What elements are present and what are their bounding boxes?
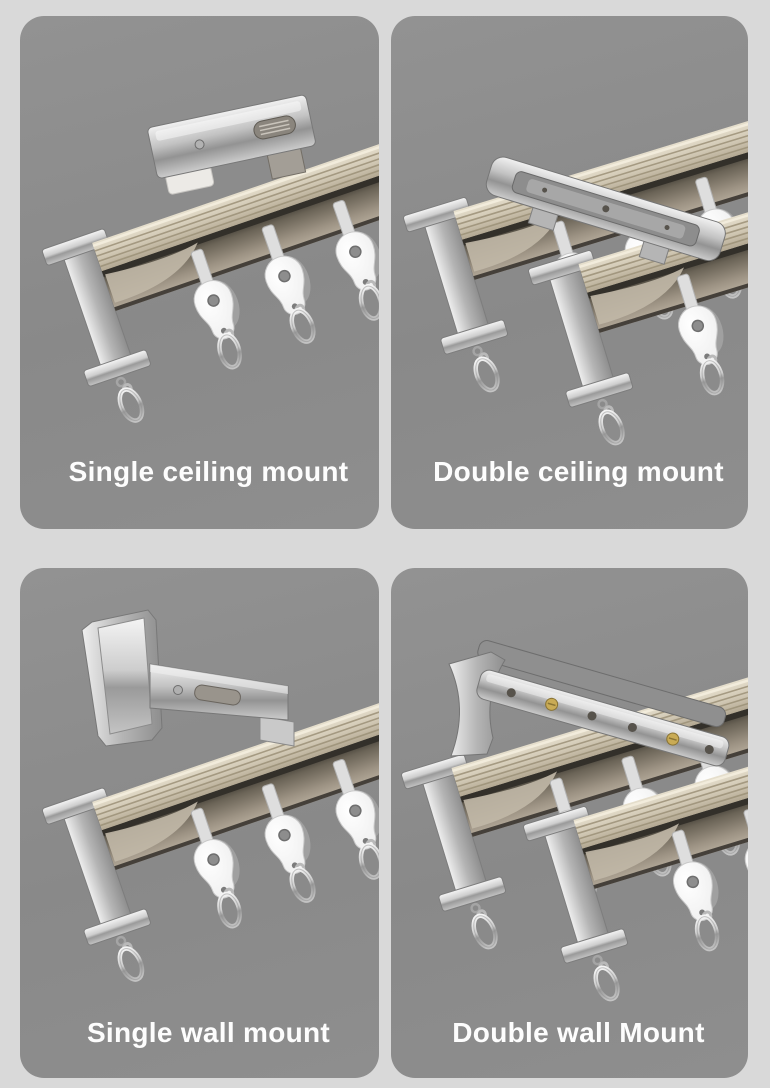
caption-single-ceiling-mount: Single ceiling mount [68, 456, 349, 487]
caption-single-wall-mount: Single wall mount [86, 1017, 331, 1048]
caption-double-wall-mount: Double wall Mount [452, 1017, 705, 1048]
ceiling-bracket [147, 94, 316, 195]
card-single-ceiling-mount: Single ceiling mount [20, 16, 379, 529]
product-image-double-ceiling-mount [391, 16, 748, 529]
wall-bracket [81, 609, 295, 747]
card-double-wall-mount: Double wall Mount [391, 568, 748, 1078]
product-image-single-ceiling-mount [20, 16, 379, 529]
double-wall-bracket [448, 640, 730, 767]
product-image-single-wall-mount [20, 609, 379, 1078]
product-image-double-wall-mount [391, 568, 748, 1078]
card-single-wall-mount: Single wall mount [20, 568, 379, 1078]
caption-double-ceiling-mount: Double ceiling mount [433, 456, 724, 487]
card-double-ceiling-mount: Double ceiling mount [391, 16, 748, 529]
double-ceiling-bracket [485, 156, 726, 265]
